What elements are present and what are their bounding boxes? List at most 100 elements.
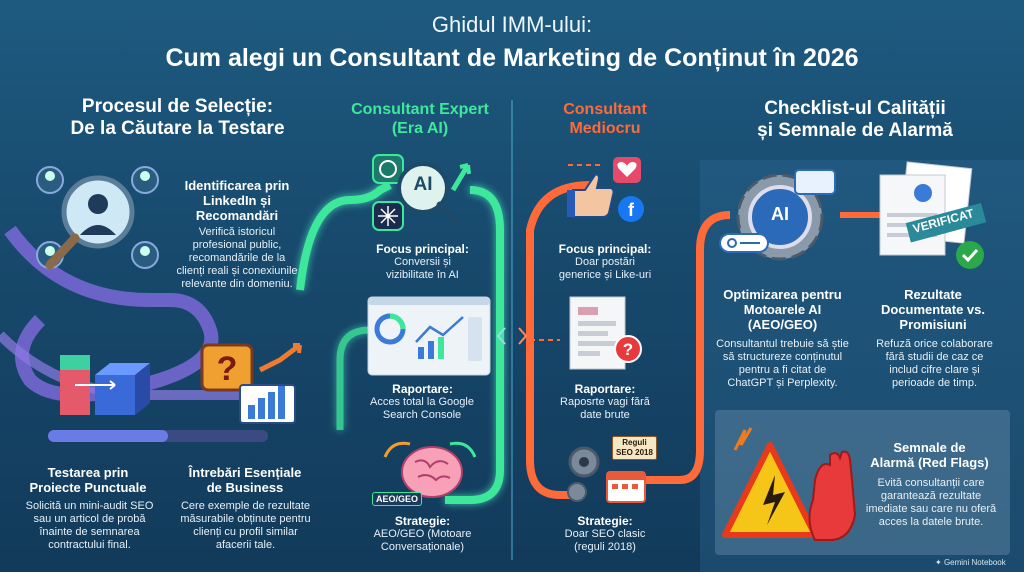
expert-ai-label: AI: [413, 174, 433, 195]
mediocre-focus-line: generice și Like-uri: [558, 269, 652, 281]
alarm-text: Evită consultanții care garantează rezul…: [857, 477, 1005, 529]
mediocre-focus-line: Doar postări: [575, 256, 635, 268]
mediocre-strategy-text: Doar SEO clasic (reguli 2018): [535, 528, 675, 554]
step1-title-line: Identificarea prin: [184, 178, 290, 193]
right-item1-text: Consultantul trebuie să știe să structur…: [705, 338, 860, 390]
alarm-title-line: Alarmă (Red Flags): [870, 455, 989, 470]
step1-text-line: relevante din domeniu.: [181, 278, 293, 290]
left-column-heading: Procesul de Selecție: De la Căutare la T…: [55, 96, 300, 140]
right-item1-title: Optimizarea pentru Motoarele AI (AEO/GEO…: [710, 287, 855, 332]
alarm-text-line: imediate sau care nu oferă: [865, 503, 997, 515]
left-heading-line2: De la Căutare la Testare: [70, 118, 285, 139]
step3-text: Cere exemple de rezultate măsurabile obț…: [168, 500, 323, 552]
social-like-icon: f: [567, 157, 644, 222]
seo-2018-badge: Reguli SEO 2018: [612, 436, 657, 460]
item1-text-line: pentru a fi citat de: [738, 364, 827, 376]
step2-text-line: Solicită un mini-audit SEO: [25, 500, 154, 512]
step2-text: Solicită un mini-audit SEO sau un artico…: [12, 500, 167, 552]
expert-report-line: Search Console: [382, 409, 462, 421]
left-heading-line1: Procesul de Selecție:: [81, 96, 274, 117]
expert-report-text: Acces total la Google Search Console: [352, 396, 492, 422]
page-title: Cum alegi un Consultant de Marketing de …: [165, 44, 859, 72]
mediocre-focus-title: Focus principal:: [558, 242, 652, 256]
step1-text-line: profesional public,: [192, 239, 282, 251]
warning-hand-icon: [722, 427, 857, 541]
step3-title-line: Întrebări Esențiale: [188, 465, 302, 480]
ai-robot-icon: [372, 154, 471, 231]
expert-focus-text: Conversii și vizibilitate în AI: [355, 256, 490, 282]
right-heading-line1: Checklist-ul Calității: [764, 98, 946, 119]
step3-text-line: clienți cu profil similar: [193, 526, 298, 538]
item1-text-line: să structureze conținutul: [722, 351, 843, 363]
footer-brand-text: Gemini Notebook: [943, 558, 1006, 567]
mediocre-report-line: date brute: [580, 409, 630, 421]
item2-text-line: includ cifre clare și: [889, 364, 980, 376]
item2-text-line: fără studii de caz ce: [885, 351, 984, 363]
step2-text-line: contractului final.: [48, 539, 131, 551]
step3-text-line: măsurabile obținute pentru: [180, 513, 311, 525]
item2-title-line: Documentate vs.: [880, 302, 986, 317]
question-chart-icon: ?: [200, 343, 302, 424]
step1-title: Identificarea prin LinkedIn și Recomandă…: [172, 178, 302, 223]
right-ai-label: AI: [771, 204, 789, 224]
expert-strategy-text: AEO/GEO (Motoare Conversaționale): [350, 528, 495, 554]
svg-text:?: ?: [623, 340, 633, 359]
mediocre-strategy-title: Strategie:: [577, 514, 633, 528]
mediocre-heading-line1: Consultant: [563, 101, 647, 118]
expert-column-heading: Consultant Expert (Era AI): [340, 100, 500, 138]
expert-focus-line: vizibilitate în AI: [386, 269, 459, 281]
mediocre-strategy-line: (reguli 2018): [574, 541, 636, 553]
step2-text-line: înainte de semnarea: [39, 526, 140, 538]
expert-report-line: Acces total la Google: [370, 396, 474, 408]
mediocre-report-text: Raposrte vagi fără date brute: [535, 396, 675, 422]
expert-heading-line1: Consultant Expert: [351, 101, 489, 118]
item1-text-line: ChatGPT și Perplexity.: [727, 377, 838, 389]
item1-title-line: Optimizarea pentru: [723, 287, 842, 302]
item2-text-line: Refuză orice colaborare: [876, 338, 993, 350]
blurry-report-icon: ?: [569, 296, 642, 370]
mediocre-strategy-line: Doar SEO clasic: [564, 528, 646, 540]
step1-title-line: Recomandări: [195, 208, 279, 223]
item2-text-line: perioade de timp.: [892, 377, 977, 389]
step1-text-line: Verifică istoricul: [198, 226, 276, 238]
svg-text:?: ?: [217, 350, 238, 388]
seo-badge-line: Reguli: [622, 438, 647, 447]
step3-text-line: afacerii tale.: [215, 539, 276, 551]
expert-strategy-title: Strategie:: [394, 514, 451, 528]
analytics-dashboard-icon: [367, 296, 491, 376]
expert-report-title: Raportare:: [392, 382, 453, 396]
right-heading-line2: și Semnale de Alarmă: [757, 120, 953, 141]
step1-text: Verifică istoricul profesional public, r…: [162, 226, 312, 291]
right-column-heading: Checklist-ul Calității și Semnale de Ala…: [735, 98, 975, 142]
mediocre-focus-text: Doar postări generice și Like-uri: [535, 256, 675, 282]
mediocre-report-line: Raposrte vagi fără: [560, 396, 650, 408]
mediocre-report-title: Raportare:: [574, 382, 636, 396]
right-item2-title: Rezultate Documentate vs. Promisiuni: [868, 287, 998, 332]
item1-title-line: (AEO/GEO): [747, 317, 818, 332]
gears-calendar-icon: [567, 446, 646, 503]
step2-title-line: Testarea prin: [47, 465, 129, 480]
sparkle-icon: ✦: [935, 558, 942, 567]
alarm-text-line: garantează rezultate: [880, 490, 982, 502]
step1-text-line: recomandările de la: [188, 252, 286, 264]
step2-title-line: Proiecte Punctuale: [29, 480, 147, 495]
expert-strategy-line: Conversaționale): [380, 541, 465, 553]
step1-text-line: clienți reali și conexiunile: [176, 265, 298, 277]
brain-icon: [383, 441, 477, 498]
expert-strategy-line: AEO/GEO (Motoare: [373, 528, 472, 540]
cubes-test-icon: [60, 355, 150, 415]
linkedin-search-icon: [36, 166, 159, 270]
step3-text-line: Cere exemple de rezultate: [180, 500, 310, 512]
verified-documents-icon: [879, 161, 987, 269]
expert-focus-line: Conversii și: [394, 256, 451, 268]
footer-brand: ✦ Gemini Notebook: [935, 558, 1006, 567]
svg-text:f: f: [628, 200, 635, 220]
page-subtitle: Ghidul IMM-ului:: [431, 12, 593, 37]
step1-title-line: LinkedIn și: [203, 193, 271, 208]
aeo-geo-badge: AEO/GEO: [372, 492, 423, 506]
step3-title-line: de Business: [206, 480, 284, 495]
mediocre-column-heading: Consultant Mediocru: [535, 100, 675, 138]
step2-text-line: sau un articol de probă: [33, 513, 146, 525]
alarm-text-line: acces la datele brute.: [878, 516, 984, 528]
item1-title-line: Motoarele AI: [743, 302, 822, 317]
